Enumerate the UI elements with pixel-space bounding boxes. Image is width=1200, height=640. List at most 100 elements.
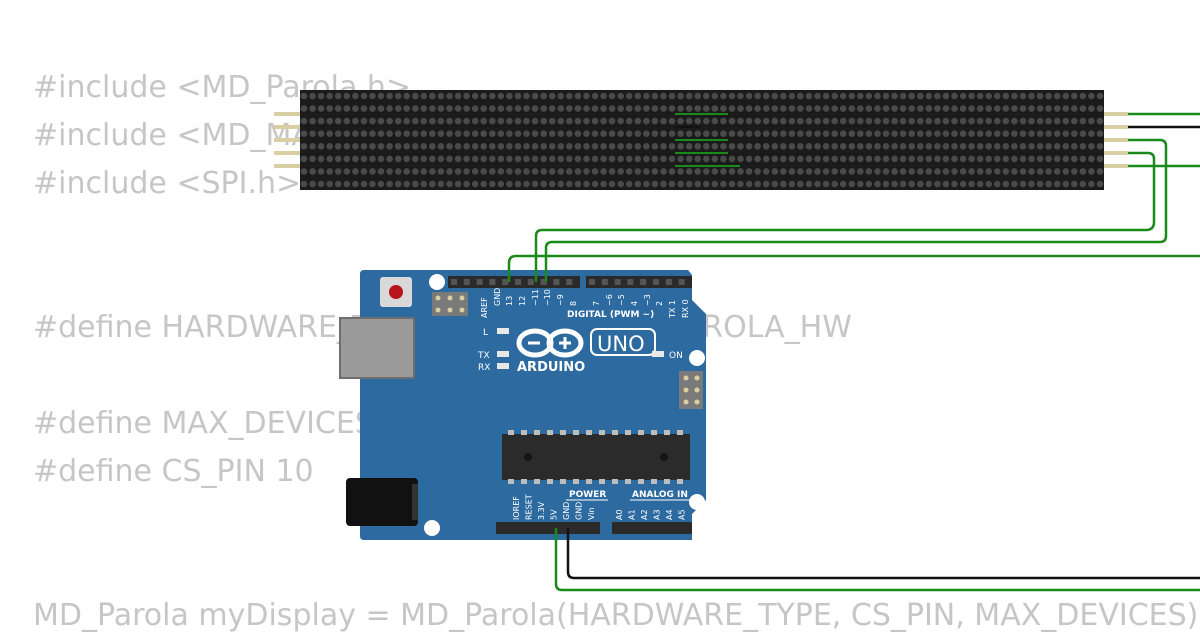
led-dot (917, 143, 924, 150)
led-dot (882, 155, 890, 163)
digital-pin-label: TX 1 (668, 300, 677, 319)
led-dot (1011, 117, 1018, 125)
wire-din[interactable] (544, 138, 1168, 282)
led-dot (394, 155, 402, 163)
led-dot (557, 180, 565, 188)
chip-leg (547, 430, 553, 435)
led-dot (720, 143, 727, 150)
led-dot (437, 180, 445, 188)
led-dot (899, 143, 907, 150)
led-dot (899, 168, 907, 175)
led-dot (651, 155, 659, 163)
led-dot (994, 155, 1001, 163)
led-dot (360, 92, 368, 100)
led-dot (959, 117, 967, 125)
led-dot (737, 180, 744, 188)
led-dot (514, 143, 522, 150)
led-dot (942, 130, 950, 137)
led-dot (908, 143, 915, 150)
led-dot (822, 92, 830, 100)
digital-pin-label: 13 (505, 296, 514, 306)
led-dot (506, 143, 513, 150)
led-dot (1071, 180, 1078, 188)
led-dot (634, 155, 642, 163)
led-dot (369, 155, 376, 163)
analog-header[interactable] (612, 522, 692, 534)
led-dot (771, 155, 779, 163)
led-dot (369, 143, 376, 150)
led-dot (420, 155, 428, 163)
led-dot (497, 130, 505, 137)
led-dot (300, 180, 308, 188)
led-matrix[interactable] (274, 90, 1128, 190)
led-dot (591, 168, 599, 175)
led-dot (925, 143, 933, 150)
led-dot (857, 92, 864, 100)
led-dot (720, 92, 727, 100)
led-dot (403, 130, 411, 137)
led-dot (1079, 155, 1087, 163)
led-rx-label: RX (478, 363, 490, 373)
led-dot (762, 92, 770, 100)
led-dot (471, 155, 479, 163)
wire-clk[interactable] (507, 254, 1200, 282)
led-dot (660, 155, 667, 163)
led-dot (1079, 117, 1087, 125)
wires[interactable] (507, 112, 1200, 592)
led-dot (643, 168, 650, 175)
led-dot (797, 130, 804, 137)
led-dot (720, 105, 727, 112)
led-dot (762, 117, 770, 125)
led-dot (377, 92, 385, 100)
led-dot (822, 105, 830, 112)
led-dot (857, 143, 864, 150)
led-dot (420, 105, 428, 112)
wire-cs[interactable] (534, 151, 1156, 282)
led-dot (1071, 105, 1078, 112)
led-dot (326, 155, 334, 163)
led-dot (728, 130, 736, 137)
led-dot (1036, 143, 1044, 150)
led-dot (1002, 168, 1010, 175)
led-dot (780, 105, 787, 112)
led-dot (805, 130, 813, 137)
power-header[interactable] (496, 522, 600, 534)
analog-pin-label: A3 (653, 509, 662, 520)
led-dot (412, 155, 419, 163)
led-dot (574, 155, 582, 163)
wire-board-gnd[interactable] (566, 528, 1200, 580)
led-dot (1045, 155, 1052, 163)
led-dot (805, 180, 813, 188)
chip-leg (573, 430, 579, 435)
led-dot (685, 180, 693, 188)
led-dot (506, 105, 513, 112)
led-dot (352, 168, 359, 175)
led-dot (574, 105, 582, 112)
led-dot (651, 105, 659, 112)
pin-hole (502, 279, 509, 285)
led-dot (814, 105, 821, 112)
led-dot (994, 117, 1001, 125)
led-dot (703, 168, 710, 175)
led-dot (1071, 92, 1078, 100)
code-line: #include <SPI.h> (33, 166, 302, 201)
reset-button[interactable] (380, 277, 412, 307)
led-dot (540, 168, 547, 175)
led-dot (694, 168, 701, 175)
wire-5v[interactable] (554, 528, 1200, 592)
led-dot (360, 180, 368, 188)
led-dot (788, 130, 796, 137)
led-dot (523, 92, 530, 100)
led-dot (814, 130, 821, 137)
led-dot (489, 130, 496, 137)
led-dot (1019, 143, 1027, 150)
led-dot (506, 117, 513, 125)
code-line: MD_Parola myDisplay = MD_Parola(HARDWARE… (33, 598, 1200, 633)
led-dot (1019, 117, 1027, 125)
led-dot (352, 92, 359, 100)
led-dot (309, 168, 316, 175)
led-dot (874, 105, 881, 112)
led-dot (925, 130, 933, 137)
